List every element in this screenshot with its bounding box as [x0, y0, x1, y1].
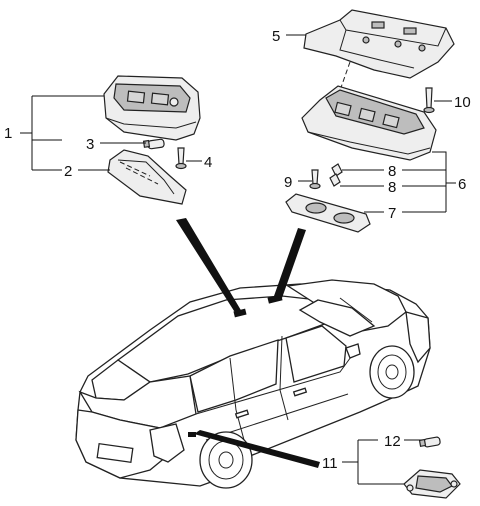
dome-lamp-pointer: [176, 218, 242, 314]
callout-3: 3: [86, 136, 94, 153]
trunk-lamp-assembly: [403, 469, 461, 499]
bracket-guide-line: [337, 61, 351, 97]
front-door-handle: [292, 387, 308, 397]
callout-2: 2: [64, 163, 72, 180]
bulb-8a: [331, 163, 343, 177]
callout-labels: 1 2 3 4 5 6 7 8 8 9 10 11 12: [4, 28, 471, 472]
callout-11: 11: [322, 455, 338, 472]
callout-8-lower: 8: [388, 179, 396, 196]
callout-4: 4: [204, 154, 212, 171]
callout-12: 12: [384, 433, 401, 450]
bulb-3: [147, 138, 165, 150]
callout-7: 7: [388, 205, 396, 222]
car-front-bumper: [405, 311, 431, 364]
dome-lamp-screw: [175, 147, 187, 170]
trunk-lamp-bulb: [418, 436, 441, 448]
dome-lamp-bulb: [142, 138, 165, 150]
car-rear-side-window: [189, 339, 279, 413]
console-screw-10: [423, 87, 435, 114]
callout-1: 1: [4, 125, 12, 142]
dome-lamp-lens: [107, 149, 187, 205]
console-pointer: [274, 228, 306, 298]
car-front-side-window: [285, 325, 347, 383]
side-mirror: [345, 343, 361, 359]
rear-door-handle: [234, 409, 250, 419]
car-rear-bumper: [75, 409, 173, 479]
car-windshield: [298, 299, 376, 337]
trunk-lamp-location: [188, 432, 196, 437]
callout-9: 9: [284, 174, 292, 191]
console-lens: [285, 193, 371, 233]
car-body: [75, 279, 431, 489]
tail-light: [149, 423, 185, 463]
console-bulbs: [329, 163, 343, 187]
bracket-5: [303, 9, 455, 79]
dome-lamp-assembly: [103, 75, 201, 141]
callout-10: 10: [454, 94, 471, 111]
trunk-lamp-pointer: [194, 430, 320, 468]
lens-7: [285, 193, 371, 233]
license-plate-recess: [96, 442, 134, 464]
overhead-console: [301, 85, 437, 161]
console-screw-9: [309, 169, 321, 190]
callout-5: 5: [272, 28, 280, 45]
lens-outline: [107, 149, 187, 205]
console-bracket: [303, 9, 455, 79]
bulb-8b: [329, 173, 341, 187]
callout-8-upper: 8: [388, 163, 396, 180]
callout-6: 6: [458, 176, 466, 193]
leader-lines: [20, 34, 456, 485]
front-wheel: [369, 345, 415, 399]
